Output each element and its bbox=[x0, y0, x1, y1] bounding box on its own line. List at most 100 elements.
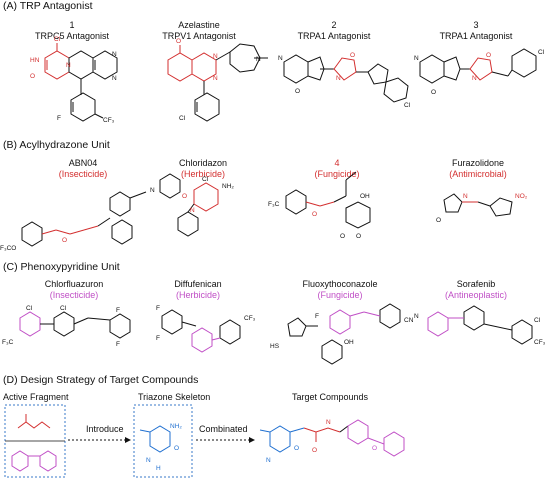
atom-label: OH bbox=[360, 193, 370, 200]
sorafenib-name: Sorafenib bbox=[456, 279, 496, 289]
compound-1-number: 1 bbox=[69, 20, 75, 30]
atom-label: F₃C bbox=[2, 339, 14, 346]
chlorfluazuron-activity: (Insecticide) bbox=[49, 290, 99, 300]
atom-label: NH₂ bbox=[222, 183, 234, 190]
atom-label: F bbox=[315, 313, 319, 320]
diffufenican-name: Diffufenican bbox=[174, 279, 222, 289]
chlorfluazuron-name: Chlorfluazuron bbox=[44, 279, 104, 289]
furazolidone-activity: (Antimicrobial) bbox=[449, 169, 507, 179]
fluoxythoconazole-name: Fluoxythoconazole bbox=[302, 279, 378, 289]
atom-label: O bbox=[312, 447, 317, 454]
atom-label: HS bbox=[270, 343, 280, 350]
atom-label: NO₂ bbox=[515, 193, 528, 200]
compound-1-title: TRPC5 Antagonist bbox=[34, 31, 110, 41]
atom-label: N bbox=[150, 187, 155, 194]
azelastine-name: Azelastine bbox=[178, 20, 220, 30]
atom-label: N bbox=[213, 75, 218, 82]
section-a-header: (A) TRP Antagonist bbox=[3, 0, 93, 12]
sorafenib-structure bbox=[427, 305, 533, 345]
atom-label: CN bbox=[404, 317, 414, 324]
atom-label: N bbox=[463, 193, 468, 200]
atom-label: F₃CO bbox=[0, 245, 16, 252]
atom-label: O bbox=[372, 445, 377, 452]
atom-label: O bbox=[182, 193, 187, 200]
furazolidone-name: Furazolidone bbox=[451, 158, 505, 168]
triazone-skeleton-label: Triazone Skeleton bbox=[138, 392, 211, 402]
diffufenican-structure bbox=[161, 309, 241, 353]
atom-label: N bbox=[266, 457, 271, 464]
atom-label: O bbox=[350, 52, 355, 59]
atom-label: N bbox=[472, 75, 477, 82]
atom-label: O bbox=[356, 233, 361, 240]
atom-label: Cl bbox=[534, 317, 541, 324]
compound-3-structure bbox=[419, 48, 537, 84]
chloridazon-activity: (Herbicide) bbox=[180, 169, 226, 179]
compound-2-number: 2 bbox=[331, 20, 337, 30]
atom-label: O bbox=[294, 445, 299, 452]
fluoxythoconazole-activity: (Fungicide) bbox=[317, 290, 363, 300]
atom-label: O bbox=[62, 237, 67, 244]
section-d-header: (D) Design Strategy of Target Compounds bbox=[3, 374, 199, 386]
section-b-header: (B) Acylhydrazone Unit bbox=[3, 139, 110, 151]
atom-label: N bbox=[146, 457, 151, 464]
atom-label: Cl bbox=[179, 115, 186, 122]
section-c-header: (C) Phenoxypyridine Unit bbox=[3, 261, 120, 273]
furazolidone-atoms: O N NO₂ bbox=[436, 193, 528, 224]
chlorfluazuron-structure bbox=[19, 311, 131, 339]
atom-label: Cl bbox=[60, 305, 67, 312]
atom-label: O bbox=[312, 211, 317, 218]
atom-label: N bbox=[112, 51, 117, 58]
azelastine-title: TRPV1 Antagonist bbox=[162, 31, 236, 41]
atom-label: O bbox=[431, 89, 436, 96]
active-fragment-label: Active Fragment bbox=[3, 392, 69, 402]
atom-label: N bbox=[190, 207, 195, 214]
atom-label: F₃C bbox=[268, 201, 280, 208]
target-compound-atoms: N O O N O bbox=[266, 419, 377, 464]
atom-label: N bbox=[112, 75, 117, 82]
compound-3-number: 3 bbox=[473, 20, 479, 30]
atom-label: Cl bbox=[54, 36, 61, 43]
azelastine-structure bbox=[167, 45, 217, 82]
compound-4-atoms: F₃C O OH O O bbox=[268, 193, 370, 240]
atom-label: H bbox=[156, 465, 161, 472]
atom-label: N bbox=[278, 55, 283, 62]
atom-label: O bbox=[340, 233, 345, 240]
atom-label: HN bbox=[30, 57, 40, 64]
triazone-skeleton-box bbox=[133, 404, 193, 478]
atom-label: NH₂ bbox=[170, 423, 182, 430]
fluoxythoconazole-structure bbox=[287, 303, 401, 365]
atom-label: N bbox=[336, 75, 341, 82]
azelastine-tail bbox=[194, 43, 268, 122]
compound-2-title: TRPA1 Antagonist bbox=[297, 31, 371, 41]
target-compounds-label: Target Compounds bbox=[292, 392, 369, 402]
introduce-label: Introduce bbox=[86, 424, 124, 434]
triazone-ring bbox=[139, 425, 171, 453]
azelastine-atoms: O N N N Cl bbox=[176, 38, 261, 122]
atom-label: O bbox=[436, 217, 441, 224]
atom-label: N bbox=[326, 419, 331, 426]
atom-label: F bbox=[57, 115, 61, 122]
target-compound-structure bbox=[259, 419, 405, 457]
atom-label: OH bbox=[344, 339, 354, 346]
compound-3-title: TRPA1 Antagonist bbox=[439, 31, 513, 41]
atom-label: O bbox=[176, 38, 181, 45]
atom-label: O bbox=[295, 88, 300, 95]
chloridazon-name: Chloridazon bbox=[178, 158, 228, 168]
compound-1-structure bbox=[44, 43, 118, 122]
atom-label: Cl bbox=[26, 305, 33, 312]
compound-4-name: 4 bbox=[334, 158, 340, 168]
furazolidone-structure bbox=[443, 193, 513, 217]
chlorfluazuron-atoms: Cl Cl F₃C F F bbox=[2, 305, 120, 348]
combinated-label: Combinated bbox=[199, 424, 248, 434]
atom-label: N bbox=[414, 55, 419, 62]
compound-3-atoms: N O N Cl O bbox=[414, 49, 545, 96]
abn04-structure bbox=[21, 173, 181, 247]
chloridazon-structure bbox=[177, 182, 219, 237]
atom-label: N bbox=[213, 53, 218, 60]
active-fragment-acylhydrazone bbox=[17, 414, 51, 429]
abn04-name: ABN04 bbox=[68, 158, 98, 168]
compound-4-activity: (Fungicide) bbox=[314, 169, 360, 179]
atom-label: N bbox=[66, 62, 71, 69]
